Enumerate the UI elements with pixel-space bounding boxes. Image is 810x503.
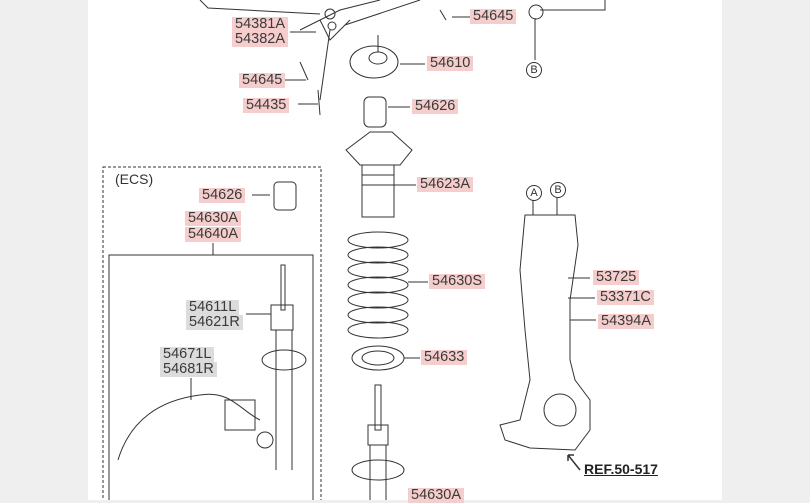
coil-spring-drawing bbox=[347, 231, 428, 339]
marker-b: B bbox=[550, 182, 566, 198]
spring-seat-drawing bbox=[351, 345, 420, 371]
part-label-54621r[interactable]: 54621R bbox=[186, 315, 243, 330]
part-label-54435[interactable]: 54435 bbox=[243, 98, 290, 113]
part-label-54623a[interactable]: 54623A bbox=[417, 177, 473, 192]
part-label-54630s[interactable]: 54630S bbox=[429, 274, 485, 289]
knuckle-drawing bbox=[499, 198, 596, 471]
diagram-sheet bbox=[88, 0, 722, 500]
bump-stopper-drawing bbox=[363, 96, 410, 128]
ecs-group-label: (ECS) bbox=[115, 171, 154, 187]
part-label-54645-top[interactable]: 54645 bbox=[470, 9, 517, 24]
part-label-54630a-bottom[interactable]: 54630A bbox=[408, 488, 464, 503]
dust-cover-drawing bbox=[345, 131, 416, 218]
part-label-54394a[interactable]: 54394A bbox=[598, 314, 654, 329]
ecs-group-box bbox=[102, 166, 322, 500]
part-label-54640a[interactable]: 54640A bbox=[185, 227, 241, 242]
part-label-53371c[interactable]: 53371C bbox=[597, 290, 654, 305]
part-label-54630a[interactable]: 54630A bbox=[185, 211, 241, 226]
marker-b-top: B bbox=[526, 62, 542, 78]
part-label-54671l[interactable]: 54671L bbox=[160, 347, 215, 362]
reference-link[interactable]: REF.50-517 bbox=[584, 461, 658, 477]
part-label-54382a[interactable]: 54382A bbox=[232, 32, 288, 47]
part-label-54381a[interactable]: 54381A bbox=[232, 17, 288, 32]
part-label-54611l[interactable]: 54611L bbox=[186, 300, 240, 315]
strut-mount-drawing bbox=[349, 35, 425, 79]
lower-arm-drawing bbox=[199, 0, 606, 116]
marker-a: A bbox=[526, 185, 542, 201]
part-label-54626[interactable]: 54626 bbox=[412, 99, 459, 114]
part-label-53725[interactable]: 53725 bbox=[593, 270, 640, 285]
part-label-54610[interactable]: 54610 bbox=[427, 56, 474, 71]
part-label-54681r[interactable]: 54681R bbox=[160, 362, 217, 377]
part-label-ecs-54626[interactable]: 54626 bbox=[199, 188, 246, 203]
part-label-54645-left[interactable]: 54645 bbox=[239, 73, 286, 88]
strut-assembly-drawing bbox=[351, 384, 405, 500]
part-label-54633[interactable]: 54633 bbox=[421, 350, 468, 365]
